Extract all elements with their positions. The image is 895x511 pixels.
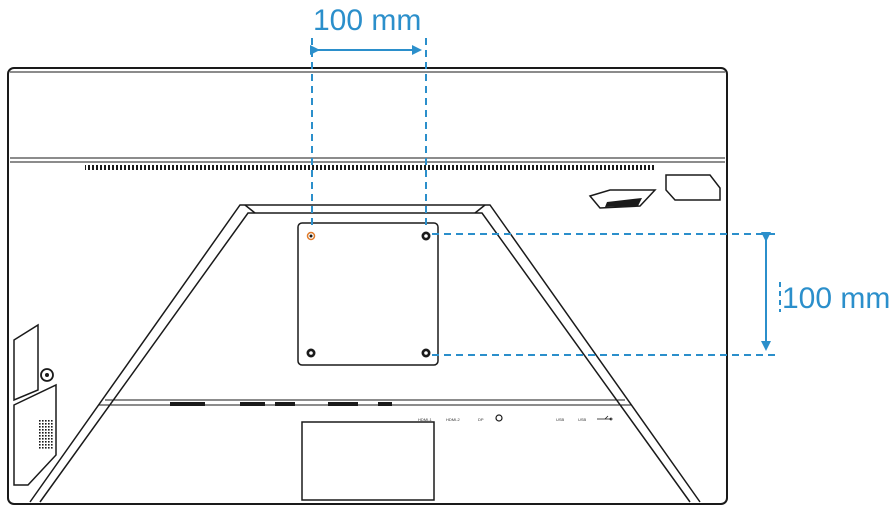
vesa-plate [297, 222, 439, 366]
speaker-grille [38, 420, 54, 450]
port-label-dp: DP [478, 417, 484, 422]
monitor-body [7, 67, 728, 505]
screw-hole-bottom-right [421, 348, 431, 358]
vent-strip [85, 165, 655, 170]
stand-cover [301, 421, 435, 501]
dimension-vertical-label: 100 mm [782, 282, 890, 315]
control-panel [588, 174, 721, 209]
usb-symbol-icon [597, 415, 613, 421]
port-connectors [170, 402, 503, 422]
port-label-usb-1: USB [556, 417, 565, 422]
stand-mount-outline [29, 204, 701, 503]
port-label-usb-2: USB [578, 417, 587, 422]
dimension-horizontal-label: 100 mm [313, 4, 421, 37]
port-label-hdmi-2: HDMI-2 [446, 417, 461, 422]
screw-hole-top-left [306, 231, 316, 241]
dimension-horizontal [310, 38, 427, 230]
port-label-hdmi-1: HDMI-1 [418, 417, 433, 422]
kensington-lock-icon [40, 368, 54, 382]
left-side-panel [13, 323, 57, 486]
screw-hole-top-right [421, 231, 431, 241]
screw-hole-bottom-left [306, 348, 316, 358]
top-band [10, 71, 725, 163]
dimension-vertical [432, 232, 781, 356]
